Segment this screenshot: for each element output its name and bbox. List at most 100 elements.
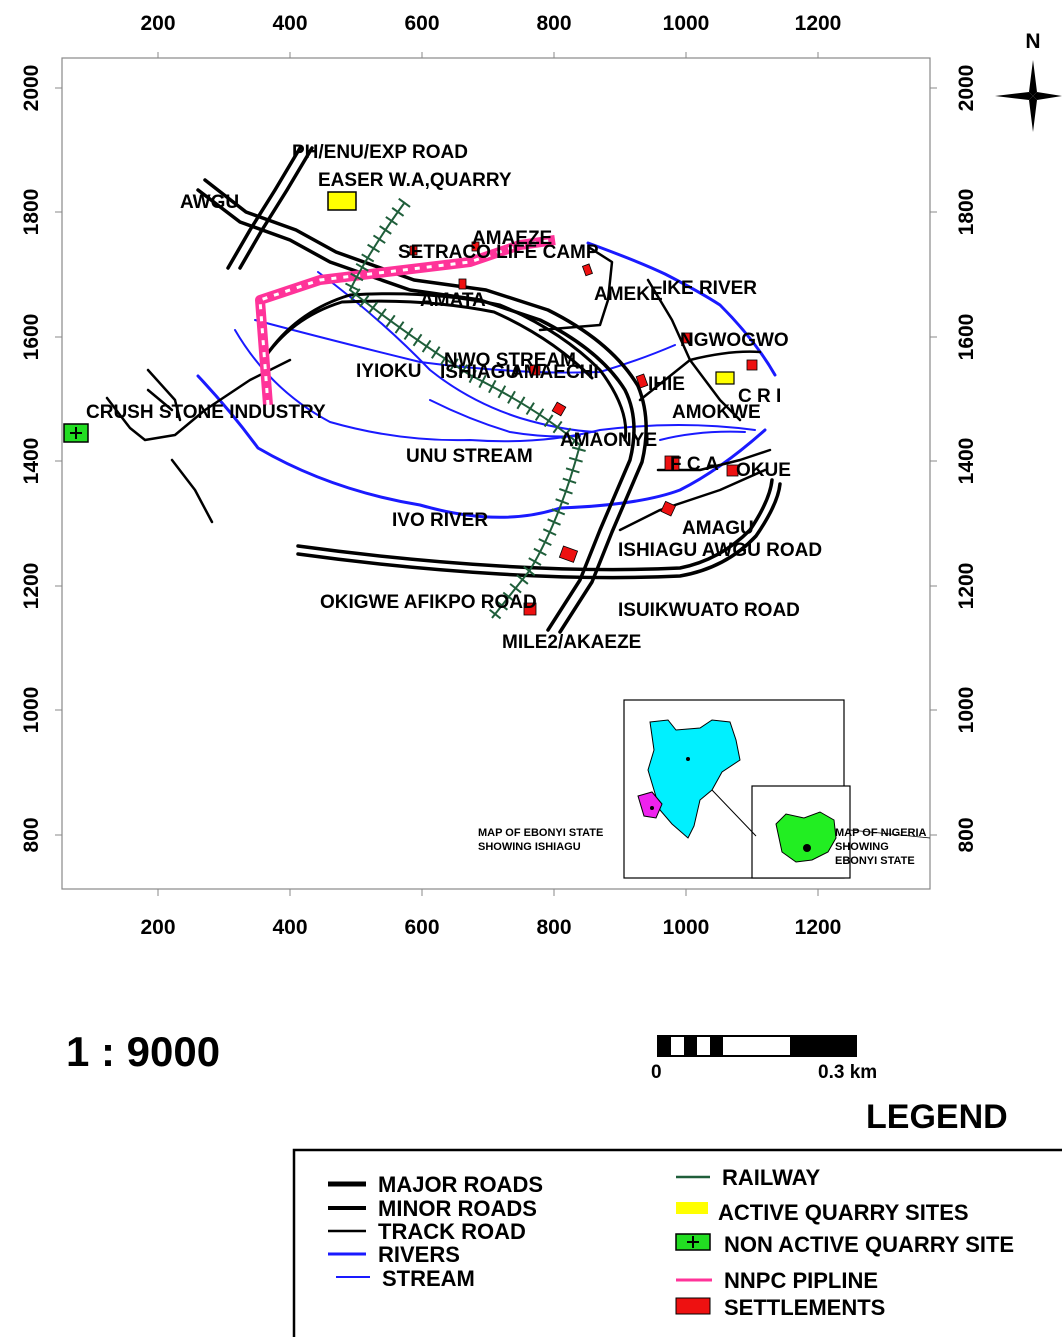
label-ph-enu-exp-road: PH/ENU/EXP ROAD — [292, 142, 468, 163]
nigeria-shape — [775, 811, 837, 863]
legend-minor-roads: MINOR ROADS — [378, 1196, 537, 1221]
label-mile2-akaeze: MILE2/AKAEZE — [502, 632, 641, 653]
y-tick-label: 1000 — [955, 687, 978, 734]
track-road-ameke — [538, 246, 614, 332]
x-tick-label: 200 — [140, 12, 175, 35]
label-ivo-river: IVO RIVER — [392, 510, 488, 531]
y-tick-label: 2000 — [955, 65, 978, 112]
inset-map: MAP OF EBONYI STATE SHOWING ISHIAGU MAP … — [478, 699, 931, 879]
legend-active-quarry: ACTIVE QUARRY SITES — [718, 1200, 969, 1225]
x-tick-label: 400 — [272, 916, 307, 939]
legend-nnpc-pipeline: NNPC PIPLINE — [724, 1268, 878, 1293]
x-tick-label: 1000 — [663, 916, 710, 939]
scale-ratio: 1 : 9000 — [66, 1028, 220, 1075]
nigeria-caption: SHOWING — [835, 841, 889, 853]
label-ishiagu: ISHIAGU — [440, 362, 519, 383]
legend-settlements: SETTLEMENTS — [724, 1295, 885, 1320]
settlement-marker — [681, 332, 691, 344]
settlement-marker — [529, 364, 541, 376]
settlements-layer — [409, 241, 758, 616]
settlement-marker — [551, 401, 567, 417]
label-ishiagu-awgu-road: ISHIAGU AWGU ROAD — [618, 540, 822, 561]
settlement-marker — [409, 245, 418, 256]
y-tick-label: 800 — [20, 817, 43, 852]
y-tick-label: 1200 — [955, 563, 978, 610]
active-quarry-cri — [715, 371, 735, 385]
scale-start: 0 — [651, 1062, 662, 1083]
legend-title: LEGEND — [866, 1098, 1008, 1136]
bottom-x-axis: 200 400 600 800 1000 1200 — [140, 889, 841, 939]
x-tick-label: 1200 — [795, 12, 842, 35]
legend-stream: STREAM — [382, 1266, 475, 1291]
settlement-marker — [664, 455, 680, 471]
track-road-amagu — [618, 468, 767, 532]
scale-end: 0.3 km — [818, 1062, 877, 1083]
label-ameke: AMEKE — [594, 284, 663, 305]
settlement-marker — [581, 263, 593, 277]
nigeria-caption: EBONYI STATE — [835, 855, 915, 867]
track-road-ngwogwo — [638, 350, 762, 402]
x-tick-label: 800 — [536, 12, 571, 35]
active-quarry-easer — [327, 191, 357, 211]
y-tick-label: 1600 — [955, 314, 978, 361]
place-labels: PH/ENU/EXP ROAD EASER W.A,QUARRY AWGU AM… — [86, 142, 822, 653]
nwo-stream — [254, 319, 676, 374]
label-cri: C R I — [738, 386, 781, 407]
settlement-marker — [458, 278, 467, 290]
ike-river — [586, 241, 777, 377]
settlement-marker — [726, 464, 739, 477]
label-ihie: IHIE — [648, 374, 685, 395]
y-tick-label: 800 — [955, 817, 978, 852]
legend-non-active-quarry: NON ACTIVE QUARRY SITE — [724, 1232, 1014, 1257]
ebonyi-caption: SHOWING ISHIAGU — [478, 841, 581, 853]
label-okue: OKUE — [736, 460, 791, 481]
stream-fca — [659, 430, 746, 441]
ph-enu-exp-road — [226, 146, 302, 270]
unu-stream — [234, 329, 756, 443]
rivers-layer — [196, 241, 777, 519]
settlement-marker — [660, 500, 677, 517]
x-tick-label: 400 — [272, 12, 307, 35]
label-amata: AMATA — [420, 290, 486, 311]
x-tick-label: 1200 — [795, 916, 842, 939]
label-unu-stream: UNU STREAM — [406, 446, 533, 467]
y-tick-label: 1800 — [20, 189, 43, 236]
north-arrow-icon: N — [995, 30, 1062, 132]
x-tick-label: 600 — [404, 12, 439, 35]
railway-layer — [341, 197, 588, 623]
track-road-south — [170, 458, 214, 524]
nnpc-pipeline — [255, 235, 556, 406]
label-amaonye: AMAONYE — [560, 430, 657, 451]
ebonyi-caption: MAP OF EBONYI STATE — [478, 827, 603, 839]
nigeria-caption: MAP OF NIGERIA — [835, 827, 927, 839]
label-iyioku: IYIOKU — [356, 361, 421, 382]
top-x-axis: 200 400 600 800 1000 1200 — [140, 12, 841, 58]
y-tick-label: 1400 — [955, 438, 978, 485]
x-tick-label: 600 — [404, 916, 439, 939]
settlement-marker — [523, 602, 537, 616]
label-amaechi: AMAECHI — [510, 362, 599, 383]
ishiagu-shape — [637, 791, 663, 819]
stream-inner-a — [317, 271, 596, 433]
amata-loop-road — [268, 292, 628, 442]
x-tick-label: 1000 — [663, 12, 710, 35]
settlement-marker — [558, 545, 579, 563]
legend-track-road: TRACK ROAD — [378, 1219, 526, 1244]
label-setraco: SETRACO LIFE CAMP — [398, 242, 599, 263]
label-ngwogwo: NGWOGWO — [680, 330, 789, 351]
x-tick-label: 800 — [536, 916, 571, 939]
label-okigwe-afikpo-road: OKIGWE AFIKPO ROAD — [320, 592, 537, 613]
y-tick-label: 1000 — [20, 687, 43, 734]
settlement-marker — [635, 373, 649, 389]
legend-box: MAJOR ROADS MINOR ROADS TRACK ROAD RIVER… — [292, 1148, 1062, 1337]
settlement-marker — [746, 359, 758, 371]
track-road-crush-stone — [105, 358, 292, 442]
y-tick-label: 1600 — [20, 314, 43, 361]
label-amagu: AMAGU — [682, 518, 754, 539]
legend-major-roads: MAJOR ROADS — [378, 1172, 543, 1197]
label-fca: F C A — [670, 454, 719, 475]
y-tick-label: 1800 — [955, 189, 978, 236]
north-label: N — [1025, 30, 1040, 53]
label-amokwe: AMOKWE — [672, 402, 761, 423]
